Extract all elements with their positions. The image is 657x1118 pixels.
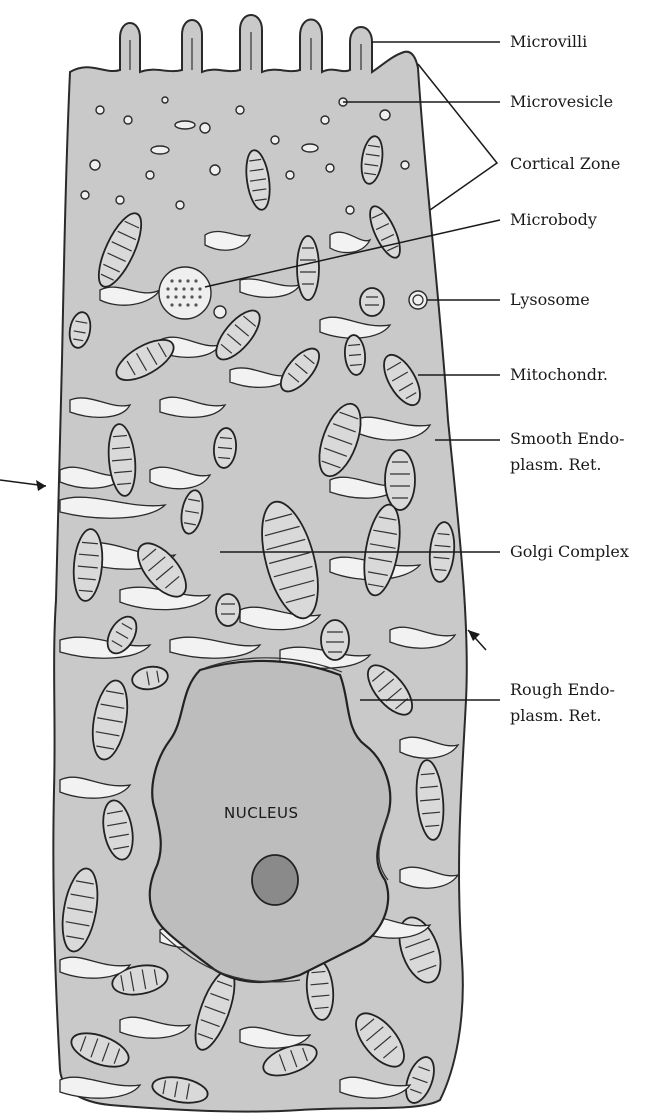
label-rough-er-2: plasm. Ret.: [510, 706, 601, 725]
nucleus-label: NUCLEUS: [224, 804, 299, 822]
label-mitochondr: Mitochondr.: [510, 365, 608, 384]
label-microvesicle: Microvesicle: [510, 92, 613, 111]
label-golgi: Golgi Complex: [510, 542, 629, 561]
label-rough-er-1: Rough Endo-: [510, 680, 615, 699]
microbody: [159, 267, 211, 319]
labels: Microvilli Microvesicle Cortical Zone Mi…: [510, 32, 629, 725]
cortical-zone-leader: [418, 64, 497, 210]
nucleolus: [252, 855, 298, 905]
label-microbody: Microbody: [510, 210, 597, 229]
label-smooth-er-1: Smooth Endo-: [510, 429, 624, 448]
label-lysosome: Lysosome: [510, 290, 590, 309]
label-cortical-zone: Cortical Zone: [510, 154, 620, 173]
label-microvilli: Microvilli: [510, 32, 587, 51]
label-smooth-er-2: plasm. Ret.: [510, 455, 601, 474]
